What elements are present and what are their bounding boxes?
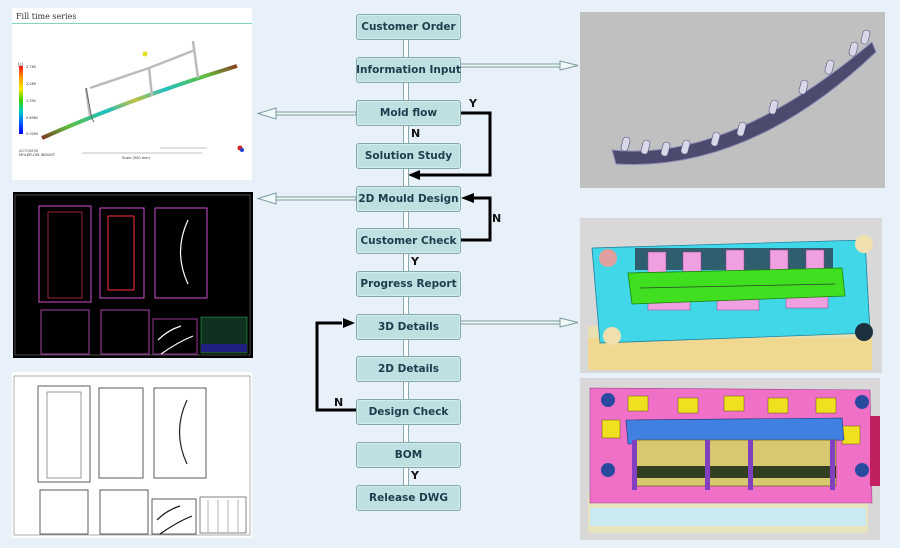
connector-7 bbox=[403, 296, 409, 314]
legend-tick-0: 2.785 bbox=[26, 65, 37, 69]
cad-drawing-light bbox=[12, 372, 252, 538]
scale-label: Scale (500 mm) bbox=[122, 156, 150, 160]
cad-light-lines bbox=[13, 375, 251, 536]
legend-color-bar bbox=[19, 66, 23, 134]
part-render-shape bbox=[611, 29, 877, 165]
legend-tick-2: 1.392 bbox=[26, 99, 37, 103]
step-mold-flow: Mold flow bbox=[356, 100, 461, 126]
legend-tick-1: 2.089 bbox=[26, 82, 37, 86]
connector-3 bbox=[403, 125, 409, 143]
step-design-check: Design Check bbox=[356, 399, 461, 425]
customer-check-no-loop bbox=[460, 196, 492, 242]
step-information-input: Information Input bbox=[356, 57, 461, 83]
label-moldflow-yes: Y bbox=[469, 97, 477, 110]
cad-dark-lines bbox=[14, 194, 251, 356]
moldflow-part-drawing bbox=[41, 40, 244, 154]
mold-3d-core-image bbox=[580, 378, 880, 540]
title-underline bbox=[12, 23, 252, 24]
step-2d-details: 2D Details bbox=[356, 356, 461, 382]
part-render-image bbox=[580, 12, 885, 188]
connector-8 bbox=[403, 339, 409, 356]
label-bom-yes: Y bbox=[411, 469, 419, 482]
connector-5 bbox=[403, 211, 409, 229]
moldflow-result-image: Fill time series [s] 2.785 2.089 1.392 0… bbox=[12, 8, 252, 180]
connector-1 bbox=[403, 39, 409, 57]
connector-10 bbox=[403, 424, 409, 442]
cad-drawing-dark bbox=[13, 192, 253, 358]
legend-unit: [s] bbox=[18, 62, 24, 67]
connector-9 bbox=[403, 381, 409, 399]
label-moldflow-no: N bbox=[411, 127, 421, 140]
connector-4 bbox=[403, 168, 409, 186]
connector-11 bbox=[403, 467, 409, 485]
label-customer-check-yes: Y bbox=[411, 255, 419, 268]
moldflow-title: Fill time series bbox=[16, 12, 77, 21]
connector-2 bbox=[403, 82, 409, 101]
step-3d-details: 3D Details bbox=[356, 314, 461, 340]
caption-line2: MOLDFLOW INSIGHT bbox=[19, 153, 55, 157]
step-release-dwg: Release DWG bbox=[356, 485, 461, 511]
legend-tick-3: 0.6962 bbox=[26, 116, 39, 120]
mold-3d-core-shape bbox=[588, 387, 880, 533]
step-customer-check: Customer Check bbox=[356, 228, 461, 254]
mold-3d-assembly-image bbox=[580, 218, 882, 373]
step-customer-order: Customer Order bbox=[356, 14, 461, 40]
step-bom: BOM bbox=[356, 442, 461, 468]
step-solution-study: Solution Study bbox=[356, 143, 461, 169]
caption-line1: AUTODESK bbox=[19, 149, 39, 153]
step-2d-mould-design: 2D Mould Design bbox=[356, 186, 461, 212]
label-customer-check-no: N bbox=[492, 212, 502, 225]
legend-tick-4: 0.0000 bbox=[26, 132, 39, 136]
step-progress-report: Progress Report bbox=[356, 271, 461, 297]
label-design-check-no: N bbox=[334, 396, 344, 409]
mold-3d-assembly-shape bbox=[588, 235, 873, 370]
connector-6 bbox=[403, 253, 409, 271]
